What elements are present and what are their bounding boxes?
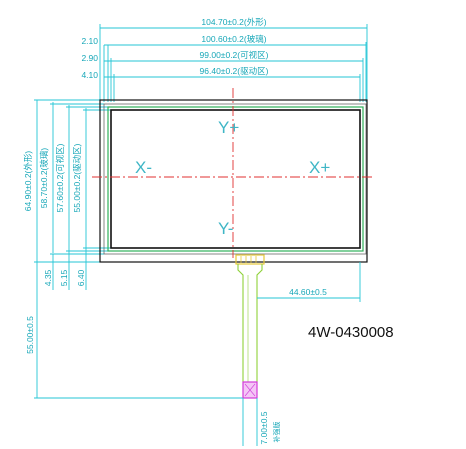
active-area-outline — [110, 109, 361, 249]
outer-width-label: 104.70±0.2(外形) — [201, 17, 266, 27]
connector-pad — [235, 254, 265, 265]
offset-2-label: 2.90 — [81, 53, 98, 63]
offset-3-label: 4.10 — [81, 70, 98, 80]
outer-outline — [99, 99, 368, 263]
y-plus-label: Y+ — [218, 118, 239, 137]
x-plus-label: X+ — [309, 158, 330, 177]
active-height-label: 55.00±0.2(驱动区) — [72, 143, 82, 212]
v-offset-1-label: 4.35 — [43, 269, 53, 286]
v-offset-2-label: 5.15 — [59, 269, 69, 286]
top-dimensions — [99, 24, 368, 102]
model-number: 4W-0430008 — [308, 324, 394, 341]
x-minus-label: X- — [135, 158, 152, 177]
tail-width-label: 7.00±0.5 — [259, 411, 269, 444]
left-dimensions — [34, 99, 249, 399]
centerlines — [92, 88, 372, 258]
stiffener-note: 补强版 — [272, 422, 281, 443]
flex-tail — [235, 254, 265, 399]
view-area-outline — [107, 106, 364, 252]
view-width-label: 99.00±0.2(可视区) — [200, 50, 269, 60]
glass-height-label: 58.70±0.2(玻璃) — [39, 148, 49, 209]
v-offset-3-label: 6.40 — [76, 269, 86, 286]
view-height-label: 57.60±0.2(可视区) — [55, 143, 65, 212]
glass-outline — [103, 103, 367, 255]
tail-length-label: 55.00±0.5 — [25, 316, 35, 354]
outer-height-label: 64.90±0.2(外形) — [23, 151, 33, 212]
y-minus-label: Y- — [218, 219, 233, 238]
glass-width-label: 100.60±0.2(玻璃) — [201, 34, 266, 44]
tail-position-label: 44.60±0.5 — [289, 287, 327, 297]
active-width-label: 96.40±0.2(驱动区) — [200, 66, 269, 76]
offset-1-label: 2.10 — [81, 36, 98, 46]
